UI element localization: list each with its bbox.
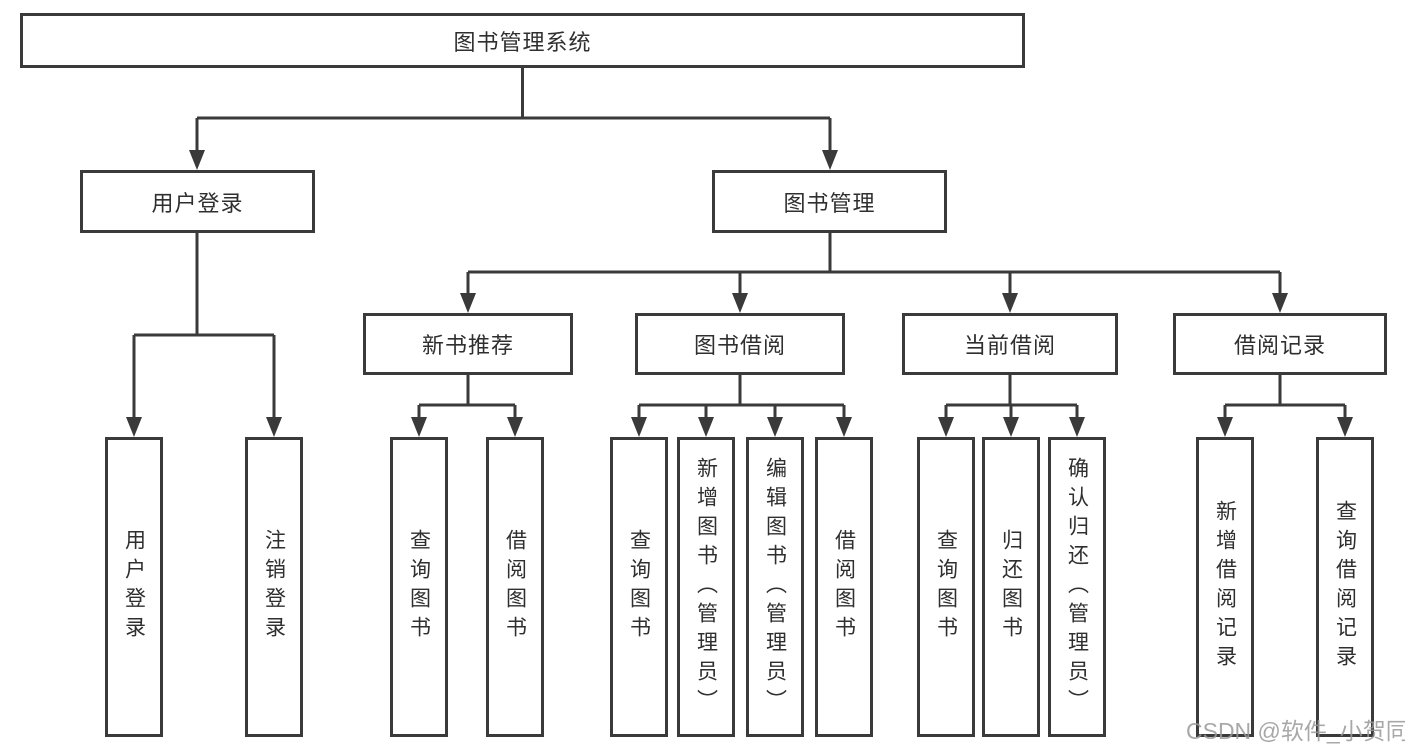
node-leaf-borrow-books: 借阅图书 [815, 437, 873, 737]
node-leaf-edit-books-admin: 编辑图书（管理员） [746, 437, 804, 737]
edge-user-login-children [132, 233, 276, 421]
node-leaf-user-login: 用户登录 [105, 437, 163, 737]
node-label: 注销登录 [262, 529, 286, 645]
node-library-management-system: 图书管理系统 [20, 13, 1025, 68]
node-label: 当前借阅 [963, 333, 1056, 358]
node-label: 图书管理 [783, 190, 876, 216]
edge-book-borrowing-children [637, 375, 846, 421]
node-current-borrowing: 当前借阅 [902, 313, 1118, 375]
node-leaf-query-books-borrowing: 查询图书 [610, 437, 668, 737]
node-leaf-query-books-current: 查询图书 [917, 437, 975, 737]
node-label: 借阅记录 [1233, 333, 1326, 358]
node-label: 新书推荐 [421, 333, 514, 358]
edge-current-borrowing-children [944, 375, 1079, 421]
edge-book-management-children [466, 233, 1282, 297]
csdn-watermark: CSDN @软件_小贺同学 [1186, 718, 1405, 744]
node-leaf-logout: 注销登录 [245, 437, 303, 737]
node-label: 新增图书（管理员） [694, 456, 718, 718]
node-leaf-add-books-admin: 新增图书（管理员） [677, 437, 735, 737]
node-book-borrowing: 图书借阅 [635, 313, 845, 375]
node-borrowing-records: 借阅记录 [1173, 313, 1387, 375]
node-label: 查询图书 [934, 529, 958, 645]
node-new-book-recommendation: 新书推荐 [363, 313, 573, 375]
node-leaf-return-books: 归还图书 [982, 437, 1040, 737]
node-leaf-borrow-books-recommendation: 借阅图书 [486, 437, 544, 737]
arrowheads [126, 150, 1353, 437]
node-leaf-add-borrowing-record: 新增借阅记录 [1196, 437, 1254, 737]
node-book-management: 图书管理 [712, 170, 947, 233]
node-leaf-query-borrowing-record: 查询借阅记录 [1316, 437, 1374, 737]
node-leaf-query-books-recommendation: 查询图书 [390, 437, 448, 737]
node-leaf-confirm-return-admin: 确认归还（管理员） [1048, 437, 1106, 737]
node-label: 新增借阅记录 [1213, 500, 1237, 674]
edge-new-book-recommendation-children [417, 375, 517, 421]
node-label: 归还图书 [999, 529, 1023, 645]
node-label: 借阅图书 [503, 529, 527, 645]
node-label: 图书借阅 [693, 333, 786, 358]
node-label: 图书管理系统 [453, 29, 592, 55]
node-label: 查询图书 [627, 529, 651, 645]
edge-borrowing-records-children [1223, 375, 1347, 421]
node-label: 查询图书 [407, 529, 431, 645]
node-user-login: 用户登录 [80, 170, 315, 233]
node-label: 编辑图书（管理员） [763, 456, 787, 718]
node-label: 用户登录 [151, 190, 244, 216]
node-label: 借阅图书 [832, 529, 856, 645]
node-label: 确认归还（管理员） [1065, 456, 1089, 718]
node-label: 用户登录 [122, 529, 146, 645]
edge-root-to-level2 [195, 68, 832, 154]
node-label: 查询借阅记录 [1333, 500, 1357, 674]
